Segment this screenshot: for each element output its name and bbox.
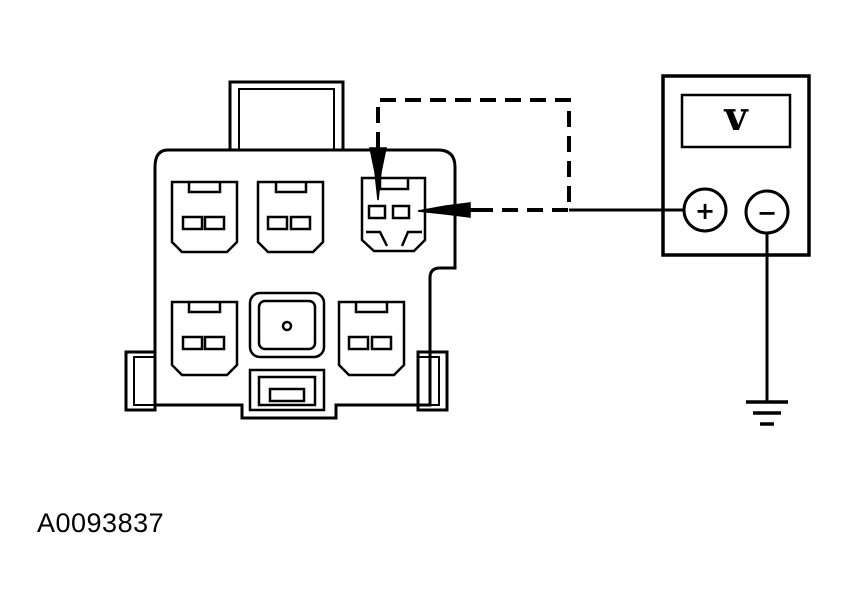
cavity-4: [170, 300, 239, 377]
negative-terminal-label: −: [757, 199, 777, 227]
ground-symbol-icon: [746, 400, 788, 426]
positive-terminal-label: +: [695, 197, 715, 225]
cavity-1: [170, 180, 239, 254]
meter-display-symbol: v: [723, 93, 749, 140]
cavity-test: [360, 176, 427, 253]
dashed-test-lead: [376, 98, 571, 212]
figure-id: A0093837: [37, 508, 165, 538]
positive-terminal: [682, 187, 728, 233]
cavity-5: [248, 291, 326, 359]
key-slot: [248, 368, 326, 412]
cavity-6: [337, 300, 406, 377]
test-probe-icon: [369, 147, 486, 218]
cavity-2: [256, 180, 325, 254]
voltmeter-icon: [661, 74, 811, 257]
connector-icon: [124, 80, 457, 420]
